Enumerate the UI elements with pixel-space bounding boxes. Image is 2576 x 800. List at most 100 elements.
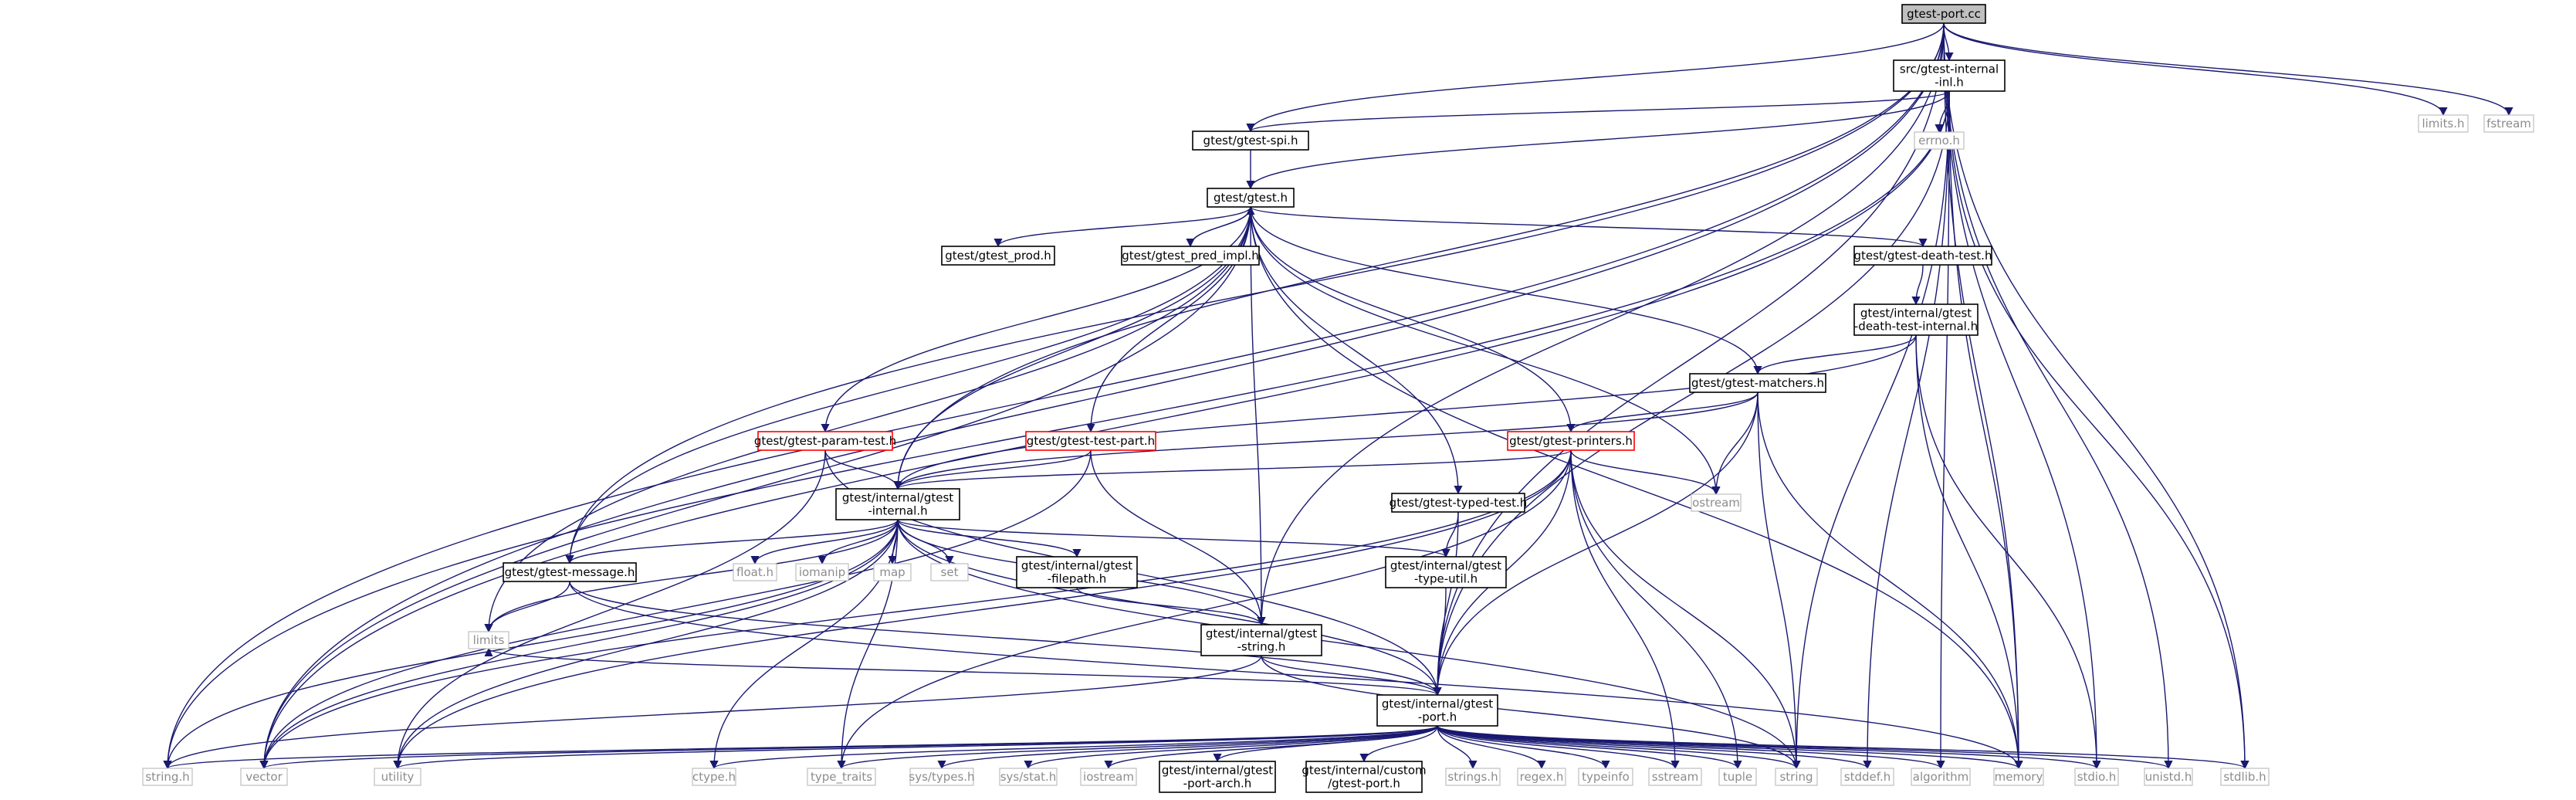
edge-message-to-memory: [569, 581, 2023, 770]
edge-ginternal-to-string_h: [163, 519, 899, 770]
edge-gtest-to-matchers: [1250, 206, 1762, 375]
edge-gstring-to-port: [1261, 655, 1442, 697]
edge-ginternal-to-typeutil: [897, 519, 1450, 558]
edge-printers-to-ostream: [1570, 449, 1721, 496]
edge-port-to-stdlib: [1437, 725, 2249, 770]
edge-ginternal-to-vector: [259, 519, 899, 770]
edge-root-to-message: [565, 22, 1945, 564]
edge-ginternal-to-message: [565, 519, 899, 564]
node-gtest-internal-gtest-string-h[interactable]: gtest/internal/gtest-string.h: [1200, 624, 1322, 656]
node-box: [503, 562, 637, 582]
node-label: iostream: [1083, 770, 1134, 784]
edge-dtint-to-memory: [1915, 334, 2023, 770]
edge-port-to-portarch: [1213, 725, 1438, 763]
node-memory: memory: [1993, 768, 2044, 786]
node-gtest-gtest-h[interactable]: gtest/gtest.h: [1207, 188, 1295, 208]
node-label: string.h: [145, 770, 189, 784]
node-box: [909, 768, 974, 786]
edge-gtest-to-gstring: [1250, 206, 1266, 626]
node-gtest-gtest-typed-test-h[interactable]: gtest/gtest-typed-test.h: [1390, 493, 1528, 513]
node-algorithm: algorithm: [1911, 768, 1971, 786]
edge-printers-to-utility: [393, 449, 1572, 770]
node-gtest-gtest-message-h[interactable]: gtest/gtest-message.h: [503, 562, 637, 582]
node-label: gtest/internal/gtest: [1860, 307, 1972, 320]
node-label: -port-arch.h: [1183, 777, 1252, 791]
edge-printers-to-type_traits: [837, 449, 1572, 770]
node-gtest-gtest-spi-h[interactable]: gtest/gtest-spi.h: [1192, 131, 1309, 151]
edge-gtest-to-death: [1250, 206, 1928, 248]
node-box: [795, 563, 849, 581]
node-label: gtest/internal/gtest: [1206, 627, 1317, 641]
node-label: gtest/gtest-param-test.h: [754, 434, 896, 448]
node-type-traits: type_traits: [807, 768, 876, 786]
edge-gtest-to-printers: [1250, 206, 1576, 433]
edge-port-to-stddef: [1437, 725, 1872, 770]
node-stddef-h: stddef.h: [1840, 768, 1894, 786]
edge-matchers-to-memory: [1757, 392, 2023, 770]
node-gtest-gtest-matchers-h[interactable]: gtest/gtest-matchers.h: [1689, 373, 1826, 393]
node-gtest-internal-gtest-internal-h[interactable]: gtest/internal/gtest-internal.h: [835, 488, 960, 520]
node-gtest-gtest-pred-impl-h[interactable]: gtest/gtest_pred_impl.h: [1121, 246, 1260, 266]
node-gtest-internal-gtest-port-h[interactable]: gtest/internal/gtest-port.h: [1376, 694, 1498, 727]
edge-printers-to-vector: [259, 449, 1572, 770]
node-box: [1200, 624, 1322, 656]
node-gtest-internal-gtest-port-arch-h[interactable]: gtest/internal/gtest-port-arch.h: [1159, 761, 1276, 793]
node-box: [2483, 114, 2534, 133]
node-box: [807, 768, 876, 786]
node-gtest-gtest-param-test-h[interactable]: gtest/gtest-param-test.h: [754, 431, 896, 451]
node-label: gtest/gtest-message.h: [505, 565, 635, 579]
node-gtest-internal-custom-gtest-port-h[interactable]: gtest/internal/custom/gtest-port.h: [1302, 761, 1427, 793]
node-gtest-port-cc[interactable]: gtest-port.cc: [1901, 4, 1986, 24]
edge-inl-to-algorithm: [1936, 90, 1950, 770]
edge-port-to-utility: [393, 725, 1438, 770]
node-label: gtest/internal/gtest: [1382, 697, 1493, 711]
node-label: memory: [1995, 770, 2043, 784]
node-label: regex.h: [1520, 770, 1564, 784]
edge-gtest-to-ostream: [1250, 206, 1721, 496]
node-box: [1507, 431, 1635, 451]
edge-inl-to-memory: [1948, 90, 2023, 770]
node-box: [240, 768, 288, 786]
edge-ginternal-to-port: [897, 519, 1442, 697]
node-label: errno.h: [1918, 134, 1960, 147]
edge-port-to-sysstat: [1024, 725, 1438, 770]
node-label: gtest/gtest_prod.h: [945, 249, 1051, 263]
node-box: [1385, 556, 1507, 588]
edge-inl-to-gtest: [1246, 90, 1950, 190]
edge-port-to-algorithm: [1437, 725, 1945, 770]
node-label: /gtest-port.h: [1328, 777, 1400, 791]
node-string-h: string.h: [142, 768, 193, 786]
node-box: [1121, 246, 1260, 266]
node-label: tuple: [1723, 770, 1752, 784]
edge-gtest-to-prod: [994, 206, 1251, 248]
node-label: ostream: [1692, 496, 1740, 510]
node-box: [1445, 768, 1501, 786]
node-tuple: tuple: [1718, 768, 1757, 786]
node-ctype-h: ctype.h: [692, 768, 736, 786]
node-set: set: [930, 563, 969, 581]
edge-printers-to-sstream: [1570, 449, 1680, 770]
node-gtest-internal-gtest-death-test-internal-h[interactable]: gtest/internal/gtest-death-test-internal…: [1853, 303, 1979, 336]
node-gtest-gtest-prod-h[interactable]: gtest/gtest_prod.h: [941, 246, 1055, 266]
node-box: [1016, 556, 1138, 588]
node-gtest-internal-gtest-type-util-h[interactable]: gtest/internal/gtest-type-util.h: [1385, 556, 1507, 588]
node-label: iomanip: [799, 565, 845, 579]
node-label: -inl.h: [1935, 76, 1964, 90]
node-label: fstream: [2486, 117, 2531, 131]
node-label: type_traits: [811, 770, 872, 785]
node-ostream: ostream: [1691, 493, 1742, 512]
node-box: [757, 431, 893, 451]
node-src-gtest-internal-inl-h[interactable]: src/gtest-internal-inl.h: [1893, 59, 2006, 92]
edge-gtest-to-limits: [484, 206, 1251, 633]
node-box: [1853, 246, 1992, 266]
edge-gstring-to-string: [1261, 655, 1801, 770]
node-gtest-gtest-test-part-h[interactable]: gtest/gtest-test-part.h: [1025, 431, 1156, 451]
node-box: [1517, 768, 1566, 786]
node-label: typeinfo: [1582, 770, 1630, 784]
node-label: gtest/gtest-typed-test.h: [1390, 496, 1528, 510]
node-gtest-gtest-printers-h[interactable]: gtest/gtest-printers.h: [1507, 431, 1635, 451]
node-gtest-gtest-death-test-h[interactable]: gtest/gtest-death-test.h: [1853, 246, 1992, 266]
node-box: [1911, 768, 1971, 786]
edge-root-to-gstring: [1257, 22, 1945, 626]
node-gtest-internal-gtest-filepath-h[interactable]: gtest/internal/gtest-filepath.h: [1016, 556, 1138, 588]
